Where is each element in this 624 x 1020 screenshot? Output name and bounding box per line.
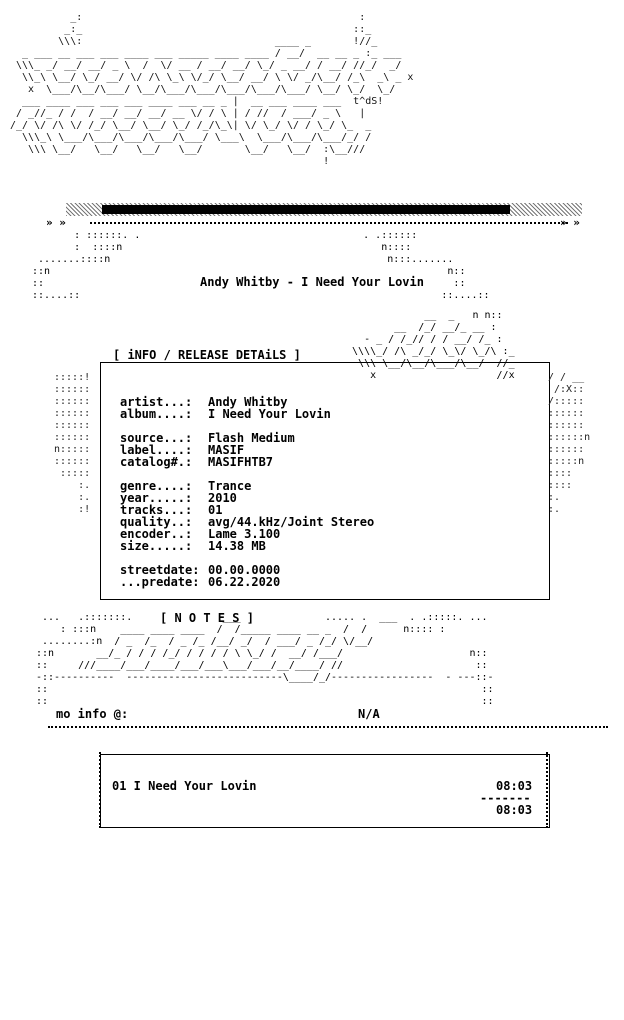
info-row: ...predate: 06.22.2020 — [120, 576, 280, 588]
info-row: quality..: avg/44.kHz/Joint Stereo — [120, 516, 374, 528]
total-duration: 08:03 — [496, 803, 533, 817]
ascii-logo-header: _: : _:_ ::_ \\\: ____ _ !//_ _ ___ __ _… — [10, 12, 414, 167]
info-key: encoder..: — [120, 527, 193, 541]
info-row: source...: Flash Medium — [120, 432, 295, 444]
notes-label: mo info @: — [56, 707, 129, 721]
divider — [546, 752, 548, 828]
info-value: Trance — [208, 479, 252, 493]
ascii-logo-info: __ _ n n:: __ /_/ __/_ __ : - _ / /_// /… — [352, 310, 515, 381]
info-key: catalog#.: — [120, 455, 193, 469]
info-row: artist...: Andy Whitby — [120, 396, 287, 408]
info-value: I Need Your Lovin — [208, 407, 331, 421]
info-row: label....: MASIF — [120, 444, 244, 456]
left-border-art: :::::! :::::: :::::: :::::: :::::: :::::… — [54, 372, 91, 515]
right-border-art: / / __ /:X:: /::::: :::::: :::::: ::::::… — [548, 372, 591, 515]
info-value: Lame 3.100 — [208, 527, 281, 541]
info-row: size.....: 14.38 MB — [120, 540, 266, 552]
info-key: source...: — [120, 431, 193, 445]
info-key: size.....: — [120, 539, 193, 553]
track-duration: 08:03 — [496, 779, 533, 793]
info-key: tracks...: — [120, 503, 193, 517]
info-value: 00.00.0000 — [208, 563, 281, 577]
info-value: avg/44.kHz/Joint Stereo — [208, 515, 375, 529]
info-value: Andy Whitby — [208, 395, 288, 409]
info-row: genre....: Trance — [120, 480, 251, 492]
info-row: streetdate: 00.00.0000 — [120, 564, 280, 576]
info-box — [100, 362, 550, 600]
info-row: album....: I Need Your Lovin — [120, 408, 331, 420]
notes-value: N/A — [358, 707, 380, 721]
title-frame-art: : ::::::. . . .:::::: : ::::n n:::: ....… — [32, 230, 490, 301]
info-value: Flash Medium — [208, 431, 295, 445]
info-key: artist...: — [120, 395, 193, 409]
info-key: ...predate: — [120, 575, 200, 589]
info-row: catalog#.: MASIFHTB7 — [120, 456, 273, 468]
track-title: 01 I Need Your Lovin — [112, 779, 257, 793]
info-key: genre....: — [120, 479, 193, 493]
info-key: album....: — [120, 407, 193, 421]
progress-bar — [66, 203, 582, 216]
track-separator: ------- — [480, 791, 531, 805]
info-value: MASIF — [208, 443, 245, 457]
info-value: 14.38 MB — [208, 539, 266, 553]
notes-frame-art: ... .:::::::. ___ ..... . ___ . .:::::. … — [36, 612, 494, 707]
info-row: tracks...: 01 — [120, 504, 222, 516]
arrow-left-icon: » » — [46, 216, 66, 229]
info-value: 01 — [208, 503, 223, 517]
info-value: 06.22.2020 — [208, 575, 281, 589]
info-key: streetdate: — [120, 563, 200, 577]
info-key: label....: — [120, 443, 193, 457]
info-row: encoder..: Lame 3.100 — [120, 528, 280, 540]
info-heading: [ iNFO / RELEASE DETAiLS ] — [113, 348, 301, 362]
divider — [48, 726, 608, 728]
info-value: MASIFHTB7 — [208, 455, 274, 469]
info-row: year.....: 2010 — [120, 492, 237, 504]
info-key: year.....: — [120, 491, 193, 505]
divider — [90, 222, 568, 224]
progress-bar-fill — [102, 205, 510, 214]
notes-heading: [ N O T E S ] — [160, 611, 254, 625]
info-key: quality..: — [120, 515, 193, 529]
page-title: Andy Whitby - I Need Your Lovin — [200, 275, 424, 289]
info-value: 2010 — [208, 491, 237, 505]
divider — [99, 752, 101, 828]
